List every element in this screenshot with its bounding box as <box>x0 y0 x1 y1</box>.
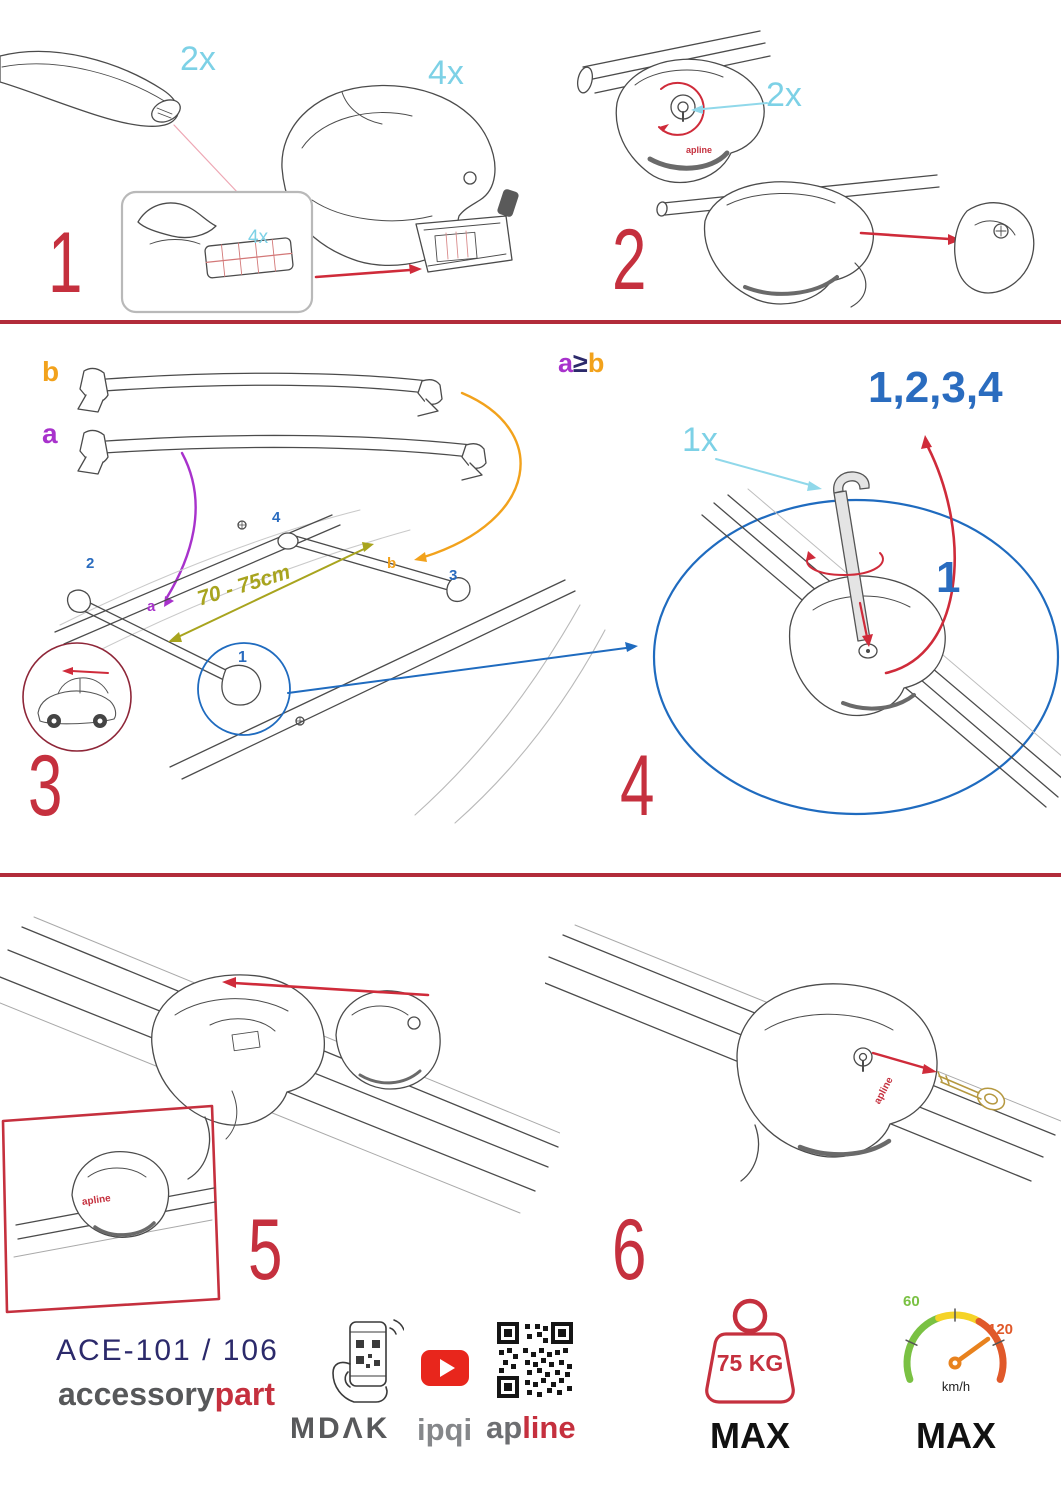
brand-part: part <box>214 1376 276 1412</box>
roof-position-4: 4 <box>272 509 281 526</box>
condition-a-ge-b: a≥b <box>558 350 604 377</box>
roof-position-1: 1 <box>238 649 247 666</box>
speed-high-label: 120 <box>988 1321 1014 1338</box>
step2-product-logo: apline <box>686 145 713 155</box>
condition-b: b <box>587 348 605 378</box>
speed-unit-label: km/h <box>941 1379 971 1394</box>
roof-position-3: 3 <box>449 567 458 584</box>
step6-locking-illustration <box>545 924 1061 1182</box>
roof-label-a: a <box>147 598 156 615</box>
model-number: ACE-101 / 106 <box>56 1334 279 1367</box>
phone-scan-icon <box>332 1319 404 1403</box>
partner-ipqi: ipqi <box>417 1412 473 1447</box>
brand-accessory: accessory <box>58 1376 215 1412</box>
step3-label-b: b <box>42 356 60 387</box>
partner-mdak: MDΛK <box>290 1412 391 1445</box>
step4-qty-tool: 1x <box>682 421 718 459</box>
step3-label-a: a <box>42 418 58 449</box>
step1-qty-pads: 4x <box>248 227 269 248</box>
step1-qty-feet: 4x <box>428 54 464 92</box>
max-weight-label: MAX <box>710 1415 790 1456</box>
brand-apline: apline <box>486 1412 576 1443</box>
apline-ap: ap <box>486 1410 523 1445</box>
apline-line: line <box>522 1410 576 1445</box>
brand-wordmark: accessorypart <box>58 1378 275 1410</box>
roof-position-2: 2 <box>86 555 95 572</box>
step4-tightening-zoom-illustration <box>652 435 1061 816</box>
step1-number: 1 <box>48 215 83 311</box>
max-speed-gauge-icon <box>903 1308 1007 1383</box>
step3-number: 3 <box>28 738 63 834</box>
roof-label-b: b <box>387 555 397 572</box>
step6-number: 6 <box>612 1202 647 1298</box>
tightening-sequence: 1,2,3,4 <box>868 363 1003 412</box>
step3-roof-placement-illustration <box>22 367 638 824</box>
step1-qty-bars: 2x <box>180 40 216 78</box>
condition-operator: ≥ <box>573 348 588 378</box>
youtube-icon <box>421 1350 469 1386</box>
step4-number: 4 <box>620 738 655 834</box>
step2-qty-locks: 2x <box>766 76 802 114</box>
step1-crossbar-and-foot-illustration <box>0 50 519 314</box>
sequence-first: 1 <box>936 553 961 602</box>
divider-2 <box>0 873 1061 877</box>
step5-cover-mounting-illustration <box>0 916 560 1314</box>
step2-lock-and-cover-illustration <box>576 30 1035 308</box>
max-weight-icon <box>705 1298 795 1404</box>
max-speed-label: MAX <box>916 1415 996 1456</box>
step5-number: 5 <box>248 1202 283 1298</box>
max-weight-value: 75 KG <box>716 1350 784 1376</box>
condition-a: a <box>558 348 574 378</box>
divider-1 <box>0 320 1061 324</box>
speed-low-label: 60 <box>903 1293 920 1310</box>
step2-number: 2 <box>612 212 647 308</box>
qr-code-icon <box>497 1322 573 1398</box>
